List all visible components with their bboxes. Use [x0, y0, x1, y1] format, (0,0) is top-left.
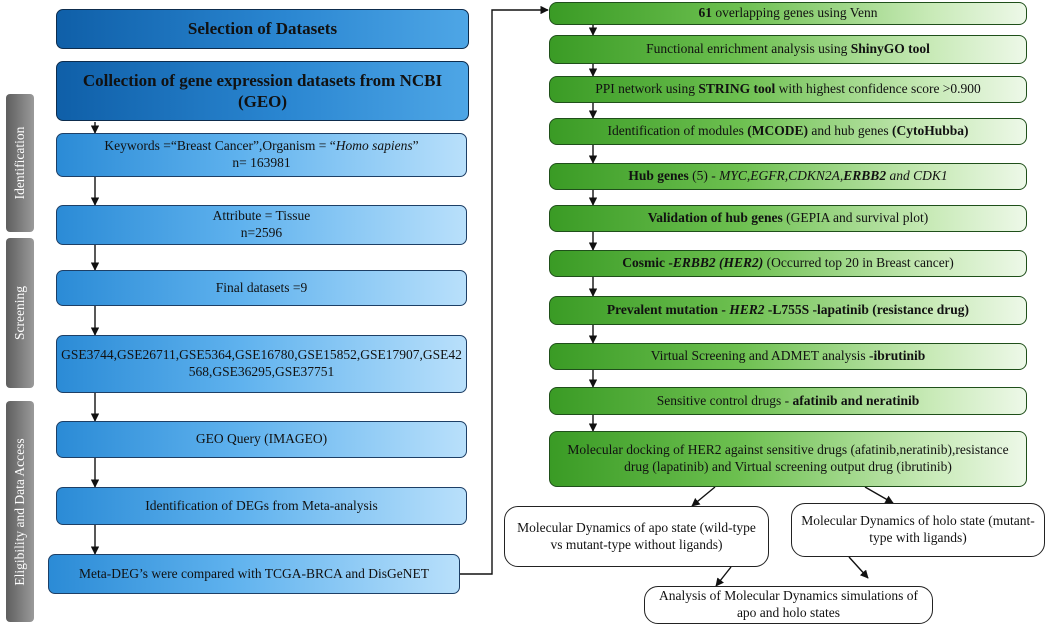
- modules-box: Identification of modules (MCODE) and hu…: [549, 118, 1027, 145]
- keywords-box: Keywords =“Breast Cancer”,Organism = “Ho…: [56, 133, 467, 177]
- ppi-box: PPI network using STRING tool with highe…: [549, 76, 1027, 103]
- hub-genes-box: Hub genes (5) - MYC,EGFR,CDKN2A,ERBB2 an…: [549, 163, 1027, 190]
- attribute-box: Attribute = Tissue n=2596: [56, 205, 467, 245]
- side-label-identification: Identification: [6, 94, 34, 232]
- datasets-list-box: GSE3744,GSE26711,GSE5364,GSE16780,GSE158…: [56, 335, 467, 393]
- degs-box: Identification of DEGs from Meta-analysi…: [56, 487, 467, 525]
- meta-deg-box: Meta-DEG’s were compared with TCGA-BRCA …: [48, 554, 460, 594]
- side-label-screening: Screening: [6, 238, 34, 388]
- virtual-screening-box: Virtual Screening and ADMET analysis -ib…: [549, 343, 1027, 370]
- geo-query-box: GEO Query (IMAGEO): [56, 421, 467, 458]
- holo-state-box: Molecular Dynamics of holo state (mutant…: [791, 503, 1045, 557]
- final-datasets-box: Final datasets =9: [56, 270, 467, 306]
- mutation-box: Prevalent mutation - HER2 -L755S -lapati…: [549, 296, 1027, 325]
- cosmic-box: Cosmic -ERBB2 (HER2) (Occurred top 20 in…: [549, 250, 1027, 277]
- side-label-eligibility: Eligibility and Data Access: [6, 401, 34, 622]
- validation-box: Validation of hub genes (GEPIA and survi…: [549, 205, 1027, 232]
- apo-state-box: Molecular Dynamics of apo state (wild-ty…: [504, 506, 769, 567]
- md-analysis-box: Analysis of Molecular Dynamics simulatio…: [644, 586, 933, 624]
- selection-datasets-box: Selection of Datasets: [56, 9, 469, 49]
- control-drugs-box: Sensitive control drugs - afatinib and n…: [549, 387, 1027, 415]
- enrichment-box: Functional enrichment analysis using Shi…: [549, 35, 1027, 64]
- docking-box: Molecular docking of HER2 against sensit…: [549, 431, 1027, 487]
- collection-geo-box: Collection of gene expression datasets f…: [56, 61, 469, 121]
- venn-box: 61 overlapping genes using Venn: [549, 2, 1027, 25]
